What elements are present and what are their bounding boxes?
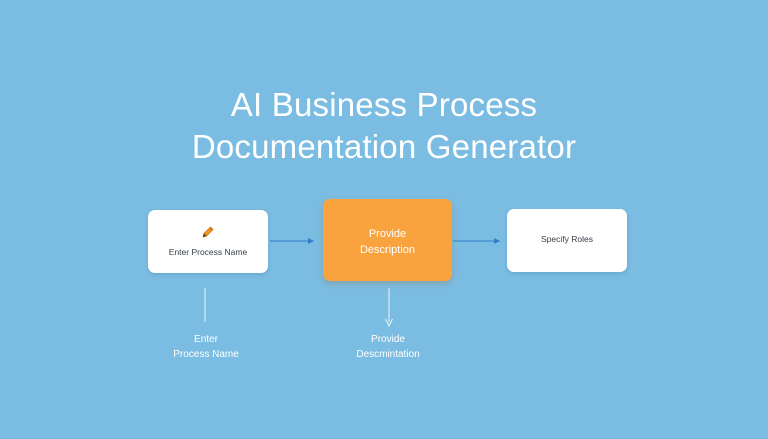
pencil-icon — [202, 226, 214, 238]
step-enter-process-name: Enter Process Name — [148, 210, 268, 273]
caption-enter-process-name: Enter Process Name — [146, 332, 266, 362]
step-label: Provide Description — [323, 226, 452, 258]
step-specify-roles: Specify Roles — [507, 209, 627, 272]
step-label-line-1: Provide — [368, 228, 407, 240]
caption-line-2: Descmintation — [356, 349, 420, 360]
caption-line-1: Provide — [371, 334, 405, 345]
step-provide-description: Provide Description — [323, 199, 452, 281]
title-line-1: AI Business Process — [230, 86, 538, 123]
title-line-2: Documentation Generator — [191, 128, 577, 165]
step-label: Enter Process Name — [168, 247, 248, 257]
arrowhead-step2-caption — [385, 318, 393, 328]
step-label: Specify Roles — [541, 234, 593, 244]
step-label-line-2: Description — [359, 244, 416, 256]
caption-line-1: Enter — [194, 334, 218, 345]
caption-provide-description: Provide Descmintation — [328, 332, 448, 362]
caption-line-2: Process Name — [173, 349, 239, 360]
diagram-title: AI Business Process Documentation Genera… — [0, 84, 768, 168]
